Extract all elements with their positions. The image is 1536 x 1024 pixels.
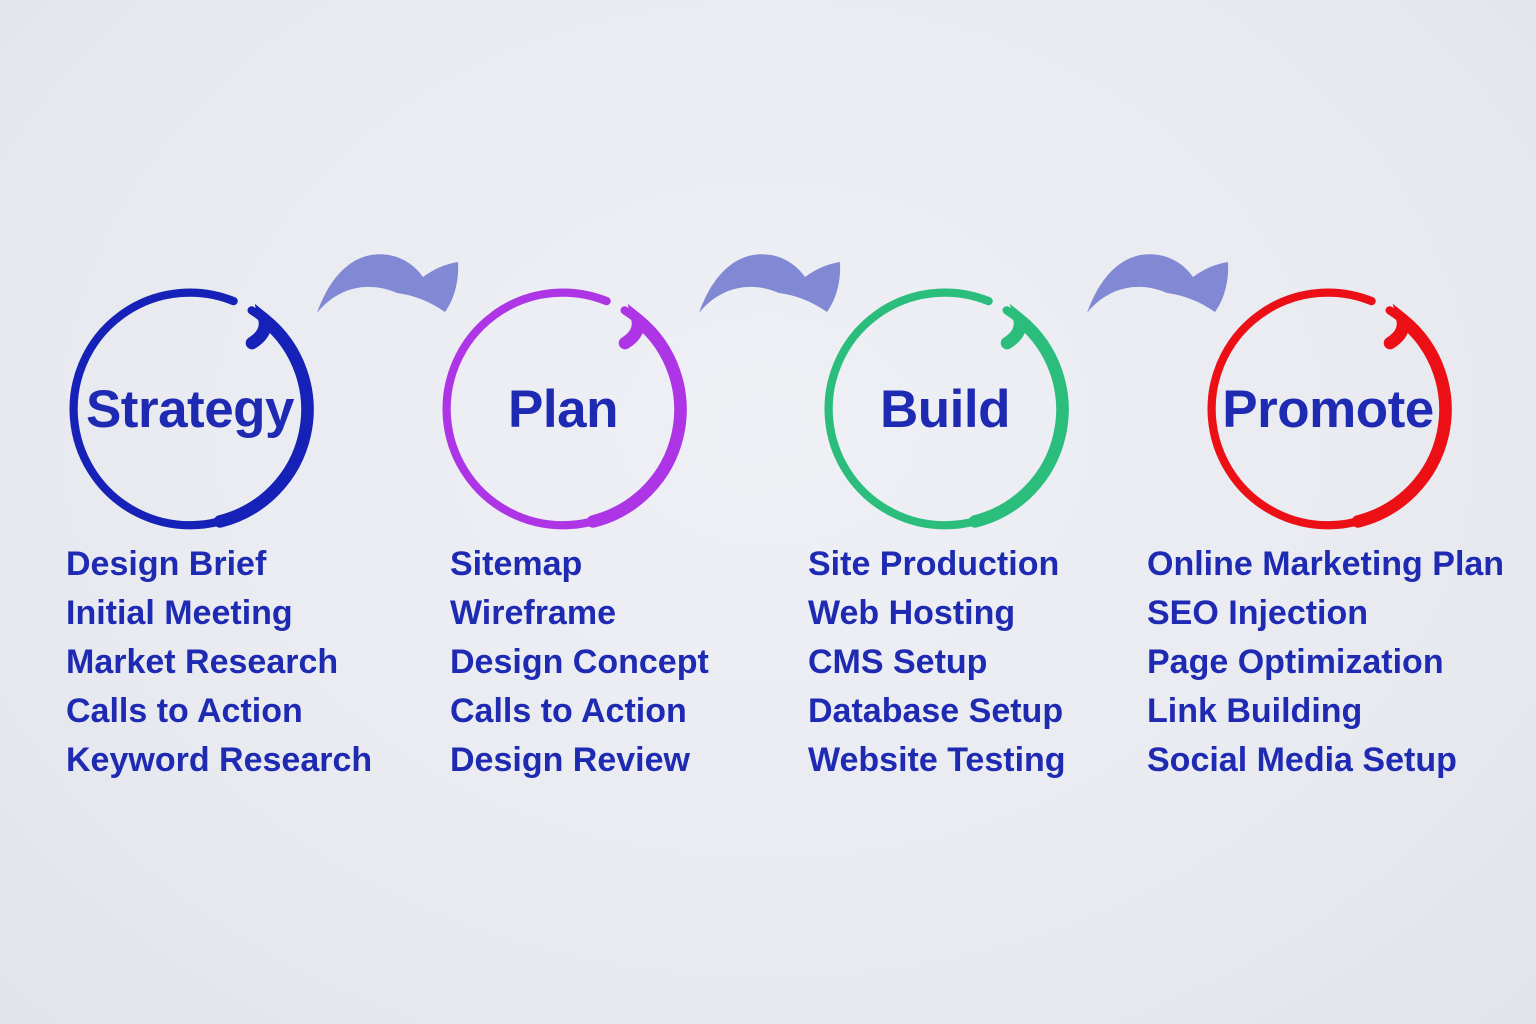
list-item: Wireframe bbox=[450, 594, 616, 632]
list-item: Design Review bbox=[450, 741, 690, 779]
list-item: Calls to Action bbox=[66, 692, 303, 730]
stage-build: Build bbox=[819, 283, 1071, 535]
strategy-task-list: Design Brief Initial Meeting Market Rese… bbox=[66, 540, 372, 785]
ring-stroke-end bbox=[1351, 303, 1452, 528]
build-circle-icon bbox=[824, 288, 1069, 530]
list-item: CMS Setup bbox=[808, 643, 988, 681]
list-item: Initial Meeting bbox=[66, 594, 293, 632]
stage-label-plan: Plan bbox=[508, 379, 618, 439]
list-item: Web Hosting bbox=[808, 594, 1016, 632]
list-item: Site Production bbox=[808, 545, 1060, 583]
arrow-shape bbox=[1087, 254, 1229, 313]
stage-label-promote: Promote bbox=[1222, 379, 1434, 439]
strategy-circle-icon bbox=[69, 288, 314, 530]
list-item: Website Testing bbox=[808, 741, 1066, 779]
list-item: Keyword Research bbox=[66, 741, 373, 779]
arrow-shape bbox=[317, 254, 459, 313]
stage-promote: Promote bbox=[1202, 283, 1454, 535]
arrow-shape bbox=[699, 254, 841, 313]
list-item: Online Marketing Plan bbox=[1147, 545, 1505, 583]
stage-label-build: Build bbox=[880, 379, 1010, 439]
curved-right-arrow-icon bbox=[699, 254, 841, 313]
plan-circle-icon bbox=[442, 288, 687, 530]
list-item: Design Concept bbox=[450, 643, 709, 681]
ring-stroke-end bbox=[213, 303, 314, 528]
list-item: Social Media Setup bbox=[1147, 741, 1457, 779]
build-task-list: Site Production Web Hosting CMS Setup Da… bbox=[808, 540, 1066, 785]
stage-plan: Plan bbox=[437, 283, 689, 535]
list-item: SEO Injection bbox=[1147, 594, 1369, 632]
list-item: Sitemap bbox=[450, 545, 583, 583]
list-item: Market Research bbox=[66, 643, 339, 681]
curved-right-arrow-icon bbox=[1087, 254, 1229, 313]
ring-stroke-end bbox=[968, 303, 1069, 528]
list-item: Link Building bbox=[1147, 692, 1363, 730]
list-item: Database Setup bbox=[808, 692, 1064, 730]
list-item: Page Optimization bbox=[1147, 643, 1444, 681]
plan-task-list: Sitemap Wireframe Design Concept Calls t… bbox=[450, 540, 709, 785]
stage-label-strategy: Strategy bbox=[85, 379, 295, 439]
ring-stroke-end bbox=[586, 303, 687, 528]
list-item: Design Brief bbox=[66, 545, 267, 583]
promote-task-list: Online Marketing Plan SEO Injection Page… bbox=[1147, 540, 1504, 785]
stage-strategy: Strategy bbox=[64, 283, 316, 535]
curved-right-arrow-icon bbox=[317, 254, 459, 313]
promote-circle-icon bbox=[1207, 288, 1452, 530]
list-item: Calls to Action bbox=[450, 692, 687, 730]
